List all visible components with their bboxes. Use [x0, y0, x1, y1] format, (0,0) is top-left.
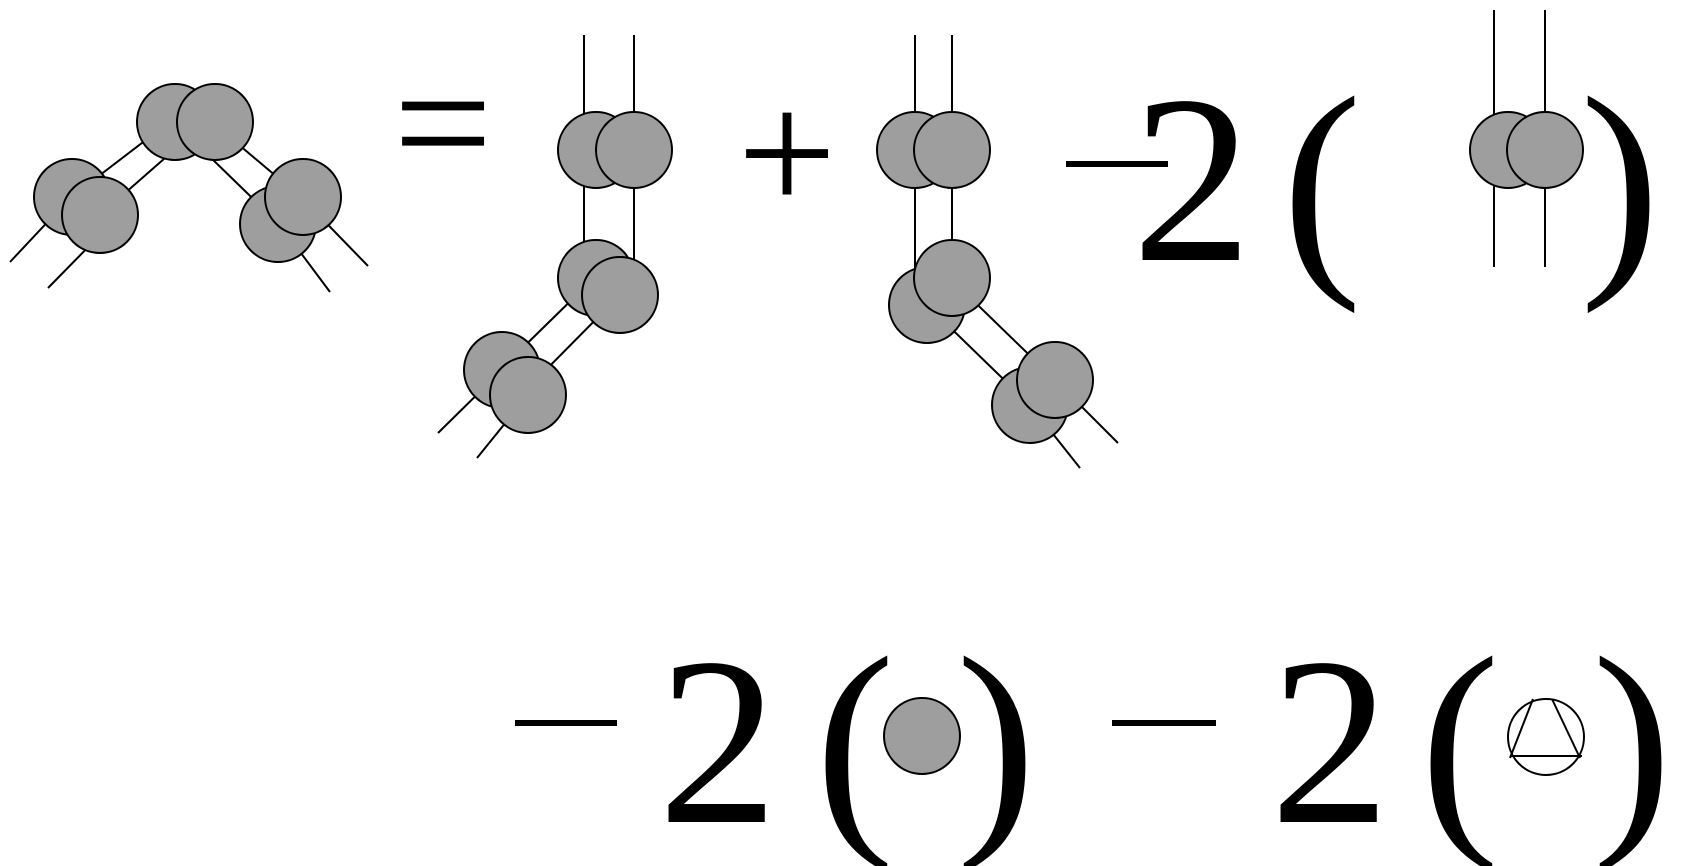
node	[883, 697, 961, 775]
equals-sign: =	[393, 26, 492, 221]
wire	[1509, 698, 1534, 759]
close-paren: )	[1592, 608, 1672, 866]
minus-sign	[1066, 161, 1168, 167]
term-4: 2 ( )	[515, 608, 1036, 866]
node	[913, 111, 991, 189]
node	[913, 239, 991, 317]
plus-symbol: +	[737, 56, 836, 251]
plus-sign: +	[737, 56, 836, 251]
loop-circle	[1507, 698, 1585, 776]
minus-sign	[1112, 720, 1216, 726]
lhs-diagram	[9, 83, 369, 293]
node	[1506, 111, 1584, 189]
open-paren: (	[1282, 48, 1362, 314]
coefficient-2: 2	[658, 608, 778, 866]
node	[595, 111, 673, 189]
triangle-loop-diagram	[1507, 698, 1585, 776]
node	[581, 256, 659, 334]
term-3: 2 ( )	[1066, 10, 1660, 314]
node	[61, 176, 139, 254]
close-paren: )	[1580, 48, 1660, 314]
node	[264, 158, 342, 236]
equals-symbol: =	[393, 26, 492, 221]
coefficient-2: 2	[1270, 608, 1390, 866]
node	[176, 83, 254, 161]
node	[1016, 341, 1094, 419]
open-paren: (	[815, 608, 895, 866]
coefficient-2: 2	[1132, 46, 1252, 312]
wire	[1551, 698, 1581, 759]
term-1-diagram	[437, 35, 673, 459]
minus-sign	[515, 720, 617, 726]
term-2-diagram	[876, 35, 1119, 469]
term-5: 2 ( )	[1112, 608, 1672, 866]
node	[489, 356, 567, 434]
close-paren: )	[956, 608, 1036, 866]
open-paren: (	[1420, 608, 1500, 866]
